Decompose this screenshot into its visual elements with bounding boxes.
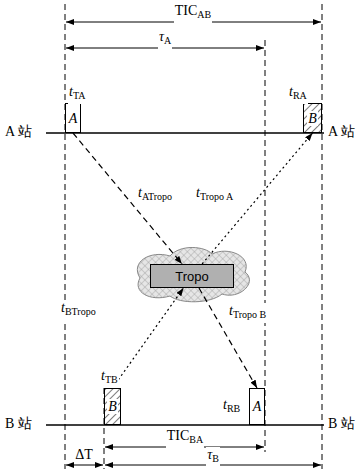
- delay-label: tTropo B: [228, 303, 267, 323]
- troposphere-box: Tropo: [150, 264, 234, 288]
- signal-box: A: [65, 103, 81, 133]
- hatched-signal-box: B: [303, 103, 322, 133]
- timing-label: tTB: [100, 368, 119, 388]
- timing-label: TICBA: [166, 428, 204, 448]
- box-label: A: [253, 399, 262, 414]
- timing-label: B 站: [327, 416, 356, 432]
- timing-label: tTA: [68, 84, 86, 104]
- hatched-signal-box: B: [104, 388, 121, 425]
- signal-path: [73, 133, 182, 264]
- timing-label: τA: [158, 29, 172, 49]
- timing-label: A 站: [327, 124, 356, 140]
- station-line: [46, 424, 324, 425]
- delay-label: tATropo: [137, 185, 173, 205]
- box-label: B: [307, 111, 318, 126]
- timing-label: tRA: [288, 84, 308, 104]
- delay-label: tBTropo: [60, 300, 97, 320]
- box-label: Tropo: [175, 269, 208, 284]
- delay-label: tTropo A: [195, 185, 234, 205]
- dimension-arrow: [66, 465, 103, 466]
- dashed-guide: [322, 4, 323, 469]
- signal-path: [113, 288, 184, 388]
- troposphere-cloud: [137, 248, 249, 302]
- dashed-guide: [65, 4, 66, 469]
- timing-label: TICAB: [174, 3, 212, 23]
- box-label: A: [69, 111, 78, 126]
- timing-label: A 站: [4, 124, 33, 140]
- timing-label: tRB: [222, 397, 241, 417]
- station-line: [46, 132, 324, 133]
- timing-label: B 站: [4, 416, 33, 432]
- signal-box: A: [249, 388, 265, 425]
- timing-label: ΔT: [74, 447, 94, 463]
- box-label: B: [107, 399, 118, 414]
- timing-label: τB: [206, 447, 220, 467]
